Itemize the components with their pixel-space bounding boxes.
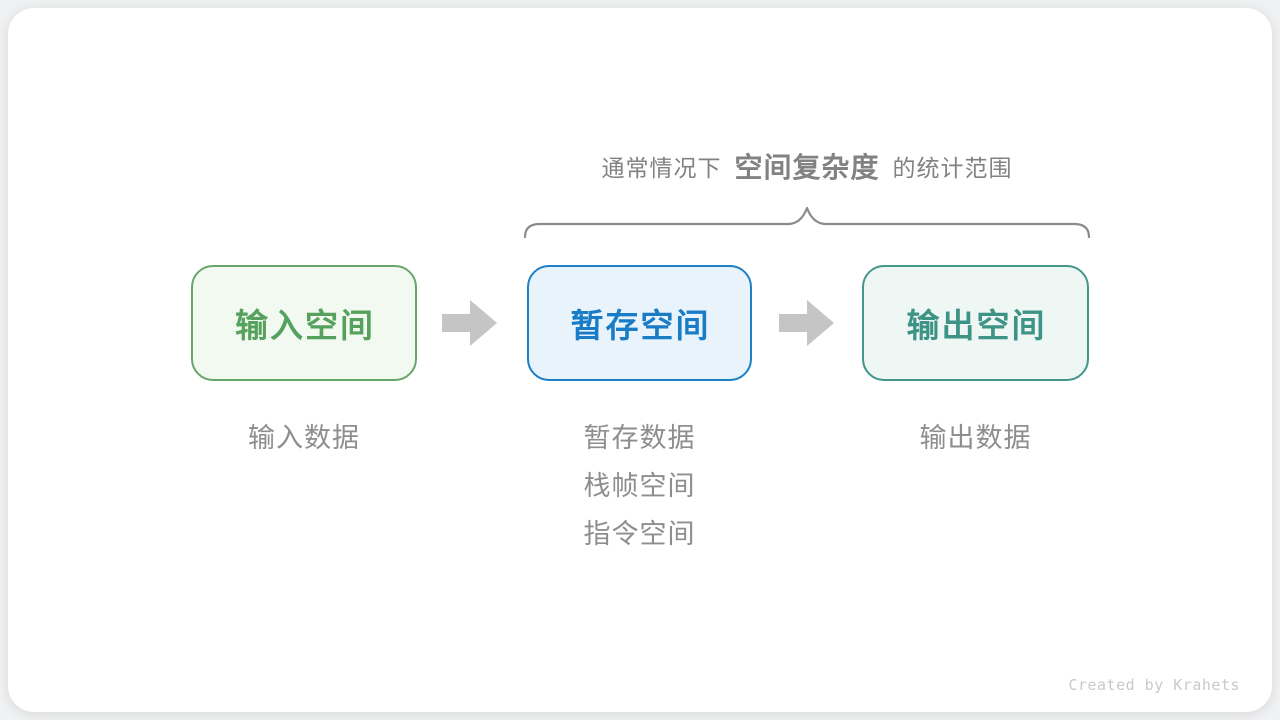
annotation-prefix: 通常情况下 <box>601 155 722 181</box>
node-input-space-label: 输入空间 <box>235 307 375 344</box>
annotation-title: 通常情况下 空间复杂度 的统计范围 <box>524 146 1090 186</box>
watermark: Created by Krahets <box>1068 676 1240 694</box>
arrow-right-icon <box>442 300 497 346</box>
caption-line: 指令空间 <box>583 519 696 549</box>
annotation-suffix: 的统计范围 <box>892 155 1013 181</box>
caption-temp-space: 暂存数据 栈帧空间 指令空间 <box>527 414 752 558</box>
arrow-right-icon <box>779 300 834 346</box>
node-temp-space: 暂存空间 <box>527 265 752 381</box>
curly-brace-icon <box>524 206 1090 238</box>
node-output-space: 输出空间 <box>862 265 1089 381</box>
caption-line: 栈帧空间 <box>583 471 696 501</box>
caption-line: 输入数据 <box>248 423 360 453</box>
caption-line: 暂存数据 <box>583 423 696 453</box>
caption-output-space: 输出数据 <box>862 414 1089 462</box>
node-output-space-label: 输出空间 <box>906 307 1047 344</box>
caption-line: 输出数据 <box>919 423 1032 453</box>
annotation-highlight: 空间复杂度 <box>734 152 880 183</box>
node-input-space: 输入空间 <box>191 265 417 381</box>
node-temp-space-label: 暂存空间 <box>570 307 711 344</box>
caption-input-space: 输入数据 <box>191 414 417 462</box>
